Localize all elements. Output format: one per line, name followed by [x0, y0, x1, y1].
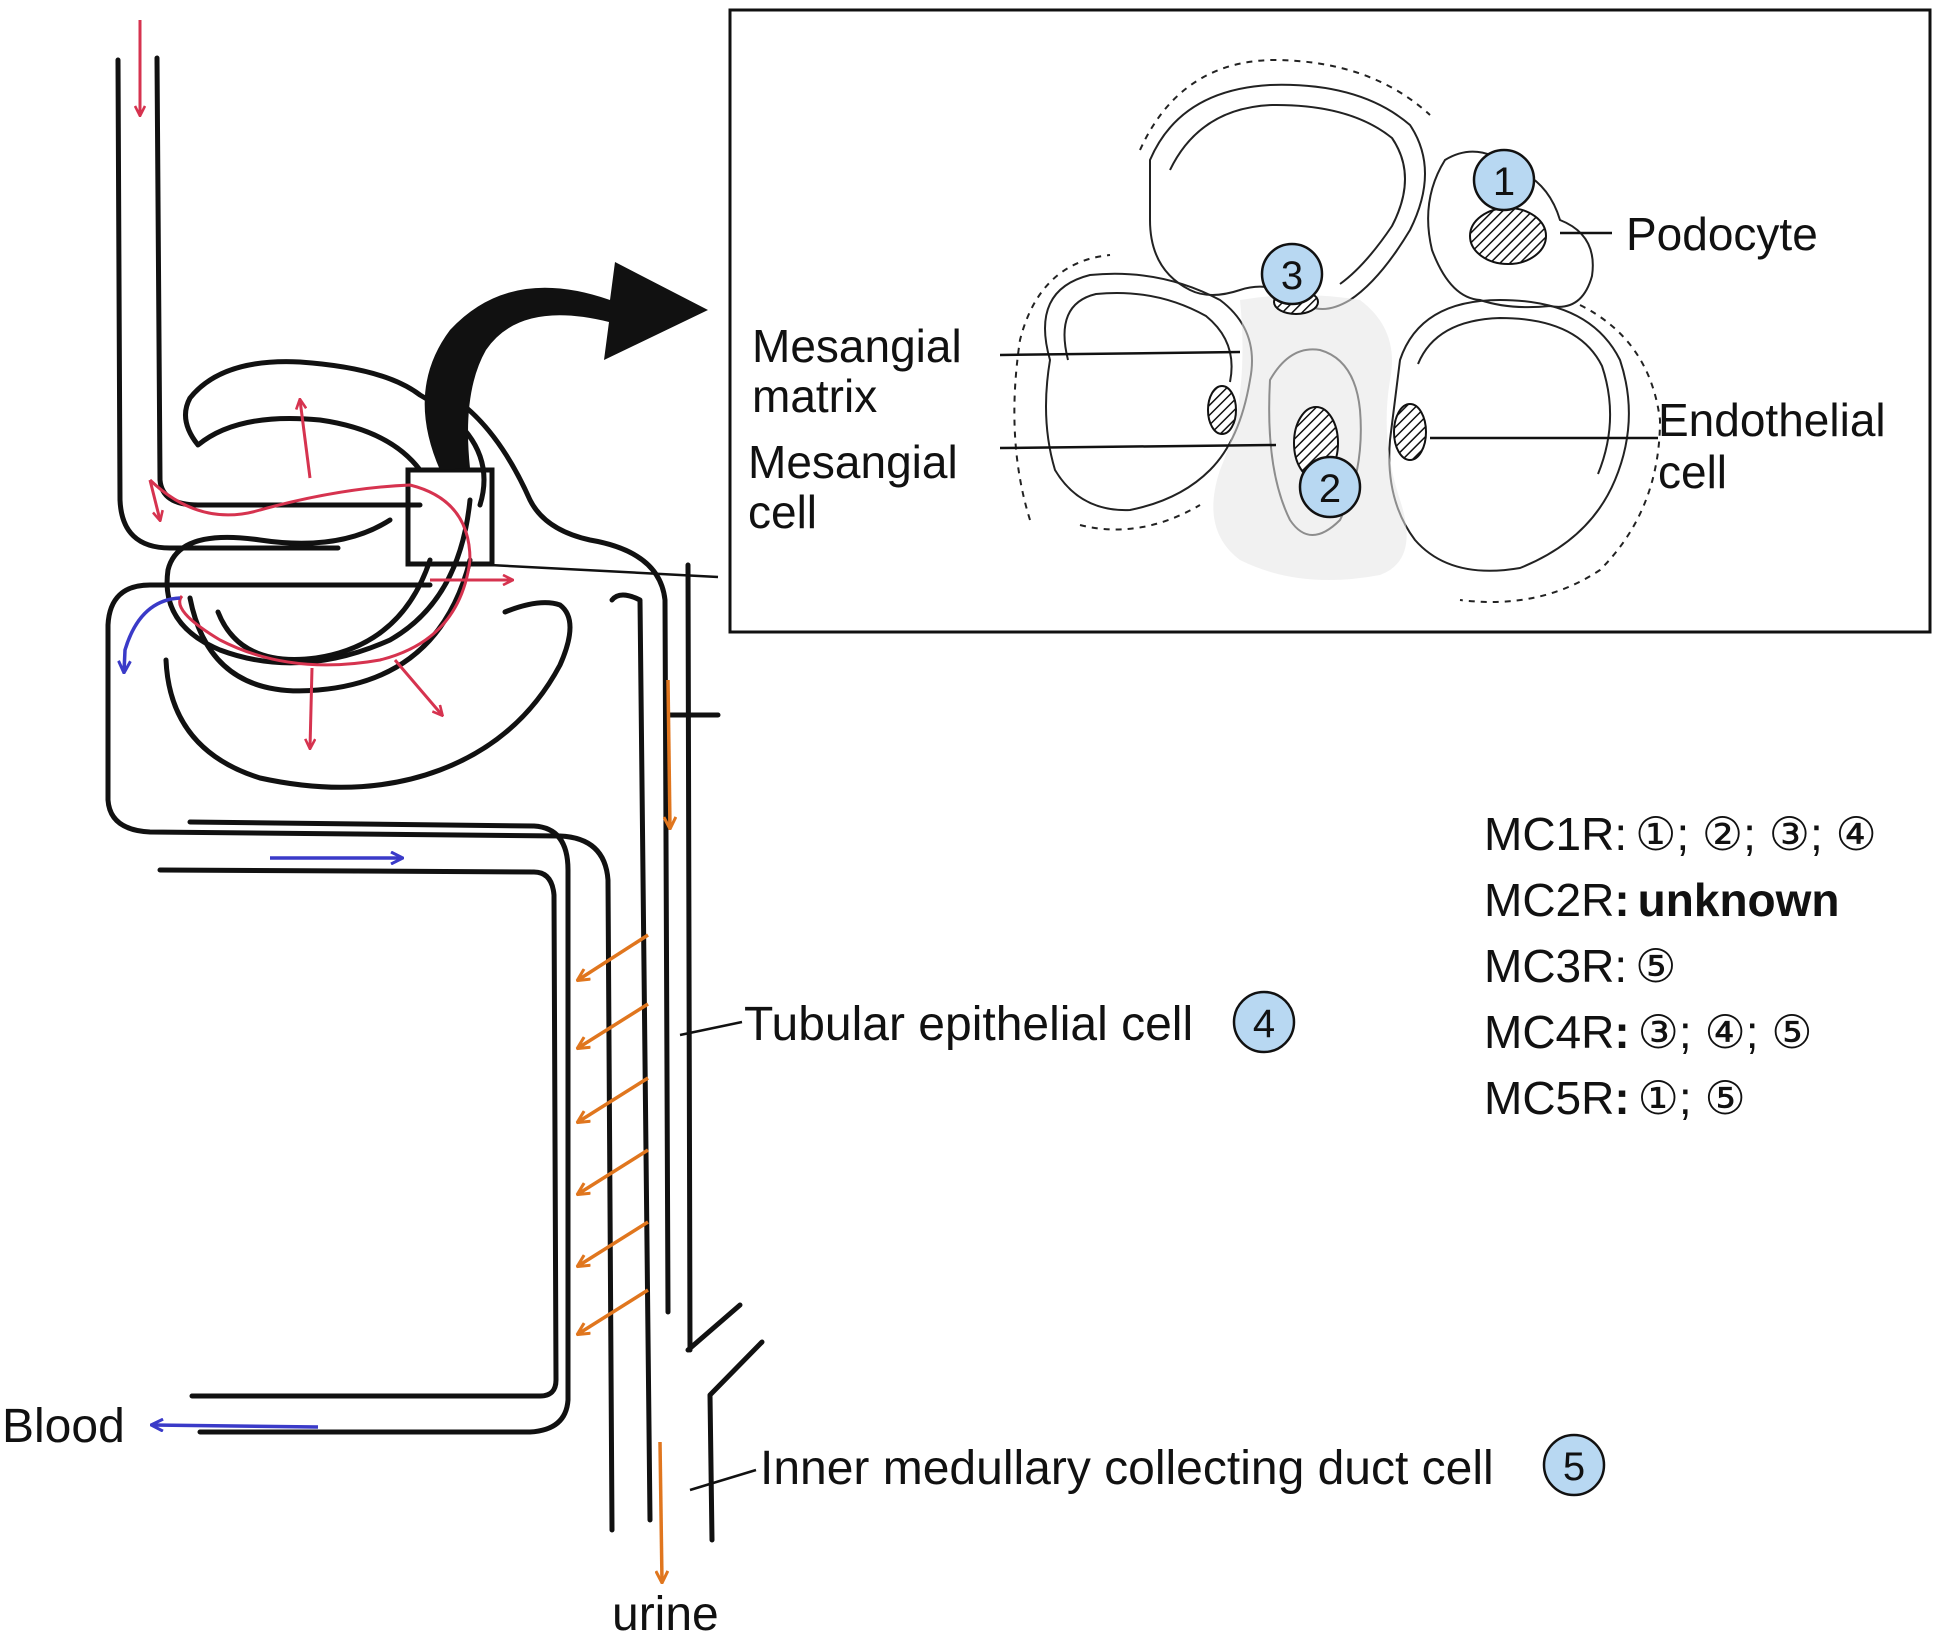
endothelial-nucleus-right — [1393, 403, 1427, 461]
podocyte-nucleus — [1469, 207, 1547, 265]
leader-mesangial-matrix — [999, 350, 1241, 357]
foot-processes-left — [1013, 254, 1111, 521]
capillary-left-inner — [1063, 291, 1233, 383]
nephron — [105, 55, 765, 1543]
label-mesangial-matrix-line2: matrix — [752, 370, 877, 422]
svg-text:3: 3 — [1281, 254, 1303, 298]
red-arrow-diag — [393, 659, 442, 715]
marker-tubular-epithelial-cell: 4 — [1232, 990, 1296, 1054]
marker-podocyte: 1 — [1472, 148, 1536, 212]
label-blood: Blood — [2, 1400, 125, 1453]
glomerulus-loop-2 — [187, 557, 473, 694]
red-arrow-down — [310, 667, 312, 748]
marker-endothelial-cell: 3 — [1260, 242, 1324, 306]
bowman-capsule — [163, 600, 573, 790]
glomerulus-loop-3 — [215, 557, 433, 662]
orange-arrow-diag-1 — [578, 933, 649, 980]
orange-arrow-diag-3 — [578, 1076, 649, 1122]
capillary-top-inner — [1169, 103, 1406, 285]
capillary-right-inner — [1417, 316, 1612, 475]
legend-row-mc3r: MC3R:⑤ — [1484, 940, 1676, 992]
svg-text:4: 4 — [1253, 1002, 1275, 1046]
orange-arrow-diag-6 — [578, 1288, 649, 1334]
leader-tubular-cell — [679, 1020, 743, 1037]
duct-wall-left — [685, 1302, 743, 1353]
leader-mesangial-cell — [999, 443, 1277, 450]
legend-row-mc5r: MC5R:①; ⑤ — [1484, 1072, 1746, 1124]
label-mesangial-cell-line1: Mesangial — [748, 436, 958, 488]
orange-arrow-urine — [660, 1441, 662, 1582]
label-tubular-epithelial-cell: Tubular epithelial cell — [744, 998, 1193, 1051]
blue-arrow-blood — [152, 1425, 319, 1427]
leader-collecting-duct-cell — [689, 1468, 757, 1492]
inset-panel: Podocyte Mesangial matrix Mesangial cell… — [728, 8, 1932, 634]
label-urine: urine — [612, 1588, 719, 1632]
glomerulus-loop-inner — [164, 497, 473, 666]
red-arrow-up — [300, 400, 312, 479]
receptor-legend: MC1R:①; ②; ③; ④ MC2R:unknown MC3R:⑤ MC4R… — [1484, 808, 1877, 1124]
orange-arrows — [578, 679, 670, 1582]
zoom-box — [405, 467, 495, 567]
marker-collecting-duct-cell: 5 — [1542, 1433, 1606, 1497]
foot-processes-right — [1459, 304, 1662, 603]
red-arrows — [140, 20, 512, 748]
capsule-top — [427, 382, 671, 1315]
label-inner-medullary-collecting-duct-cell: Inner medullary collecting duct cell — [760, 1442, 1494, 1495]
svg-text:2: 2 — [1319, 467, 1341, 511]
legend-row-mc4r: MC4R:③; ④; ⑤ — [1484, 1006, 1813, 1058]
orange-arrow-diag-4 — [578, 1148, 649, 1194]
blue-arrow-curve — [124, 596, 181, 672]
label-endothelial-cell-line2: cell — [1658, 446, 1727, 498]
red-arrow-loop-path — [148, 478, 472, 667]
orange-arrow-diag-2 — [578, 1002, 649, 1048]
orange-arrow-diag-5 — [578, 1220, 649, 1266]
capillary-right — [1388, 298, 1630, 572]
svg-text:5: 5 — [1563, 1445, 1585, 1489]
foot-processes-bottom — [1079, 504, 1201, 531]
afferent-vessel-right-wall — [154, 55, 423, 508]
label-mesangial-cell-line2: cell — [748, 486, 817, 538]
afferent-vessel-left-wall — [115, 57, 341, 551]
endothelial-nucleus-left — [1207, 385, 1237, 435]
orange-arrow-top — [668, 679, 670, 828]
red-arrow-loop-end — [148, 479, 160, 520]
svg-text:1: 1 — [1493, 160, 1515, 204]
legend-row-mc1r: MC1R:①; ②; ③; ④ — [1484, 808, 1877, 860]
label-podocyte: Podocyte — [1626, 208, 1818, 260]
marker-mesangial-cell: 2 — [1298, 455, 1362, 519]
foot-processes-top — [1139, 58, 1431, 151]
legend-row-mc2r: MC2R:unknown — [1484, 874, 1840, 926]
zoom-arrow — [424, 262, 708, 470]
duct-wall-right — [707, 1339, 765, 1543]
tubule-wall-right — [685, 562, 693, 1353]
label-endothelial-cell-line1: Endothelial — [1658, 394, 1886, 446]
peritubular-loop-inner — [157, 867, 559, 1399]
capillary-top — [1149, 83, 1426, 310]
peritubular-loop-outer — [609, 592, 653, 1523]
blue-arrows — [124, 596, 402, 1427]
efferent-vessel-inner — [187, 819, 571, 1435]
label-mesangial-matrix-line1: Mesangial — [752, 320, 962, 372]
capillary-loops — [1044, 83, 1630, 572]
efferent-vessel-outer — [105, 582, 615, 1533]
capsule-connector-line — [489, 563, 719, 579]
